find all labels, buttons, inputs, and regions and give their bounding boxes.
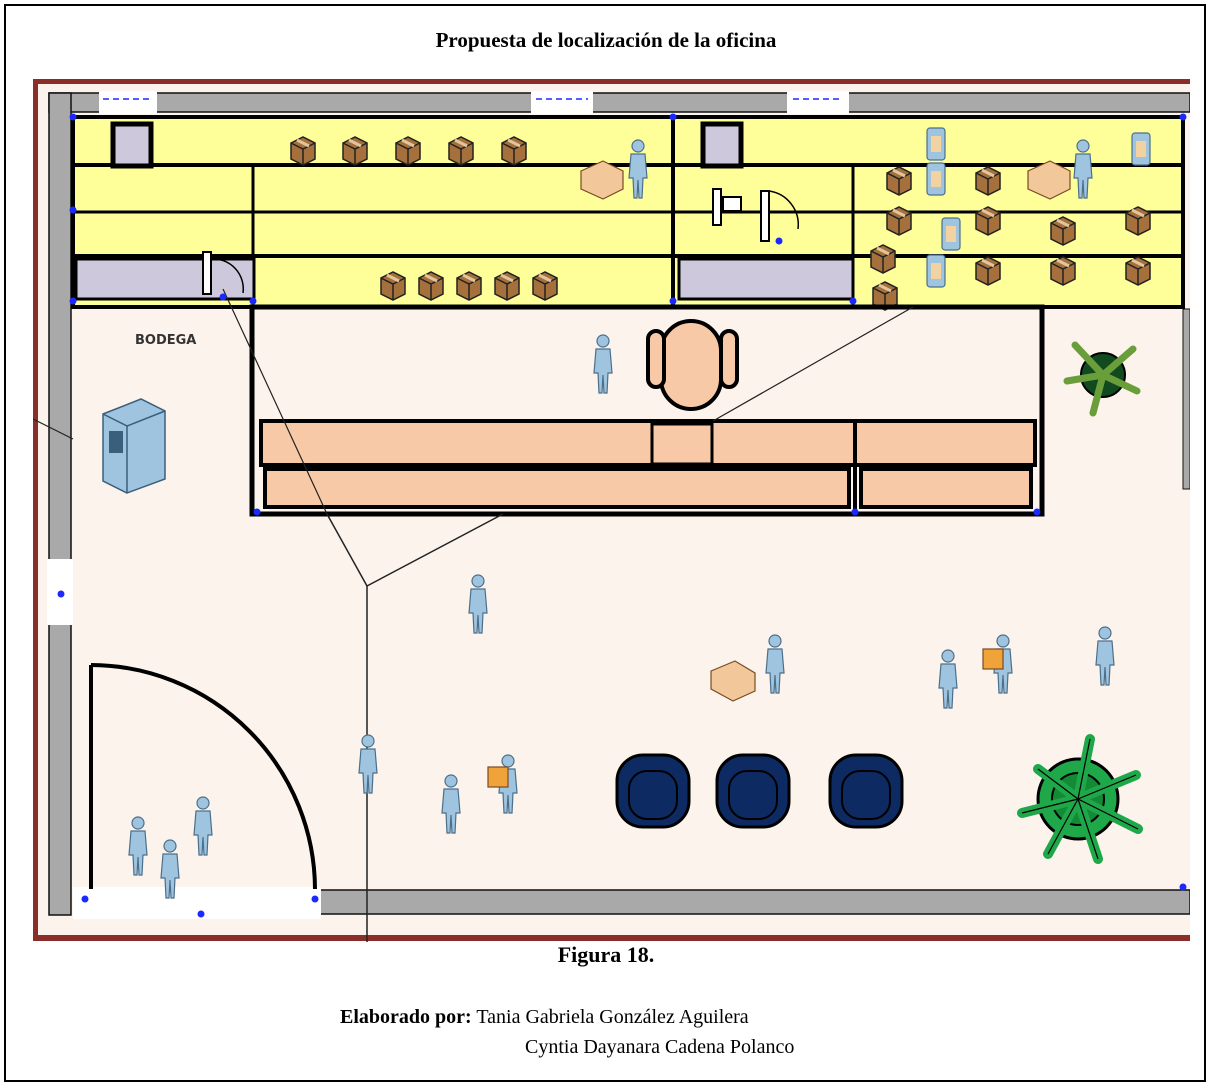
figure-caption: Figura 18. <box>557 942 655 967</box>
credit-line-1: Elaborado por: Tania Gabriela González A… <box>340 1002 794 1032</box>
figure-title: Propuesta de localización de la oficina <box>435 28 777 52</box>
figure-credit: Elaborado por: Tania Gabriela González A… <box>340 1002 794 1062</box>
credit-label: Elaborado por: <box>340 1006 472 1028</box>
office-floor-plan: BODEGA <box>33 79 1190 942</box>
credit-author-2: Cyntia Dayanara Cadena Polanco <box>525 1036 795 1058</box>
credit-author-1: Tania Gabriela González Aguilera <box>476 1006 749 1028</box>
room-label-bodega: BODEGA <box>135 333 196 348</box>
